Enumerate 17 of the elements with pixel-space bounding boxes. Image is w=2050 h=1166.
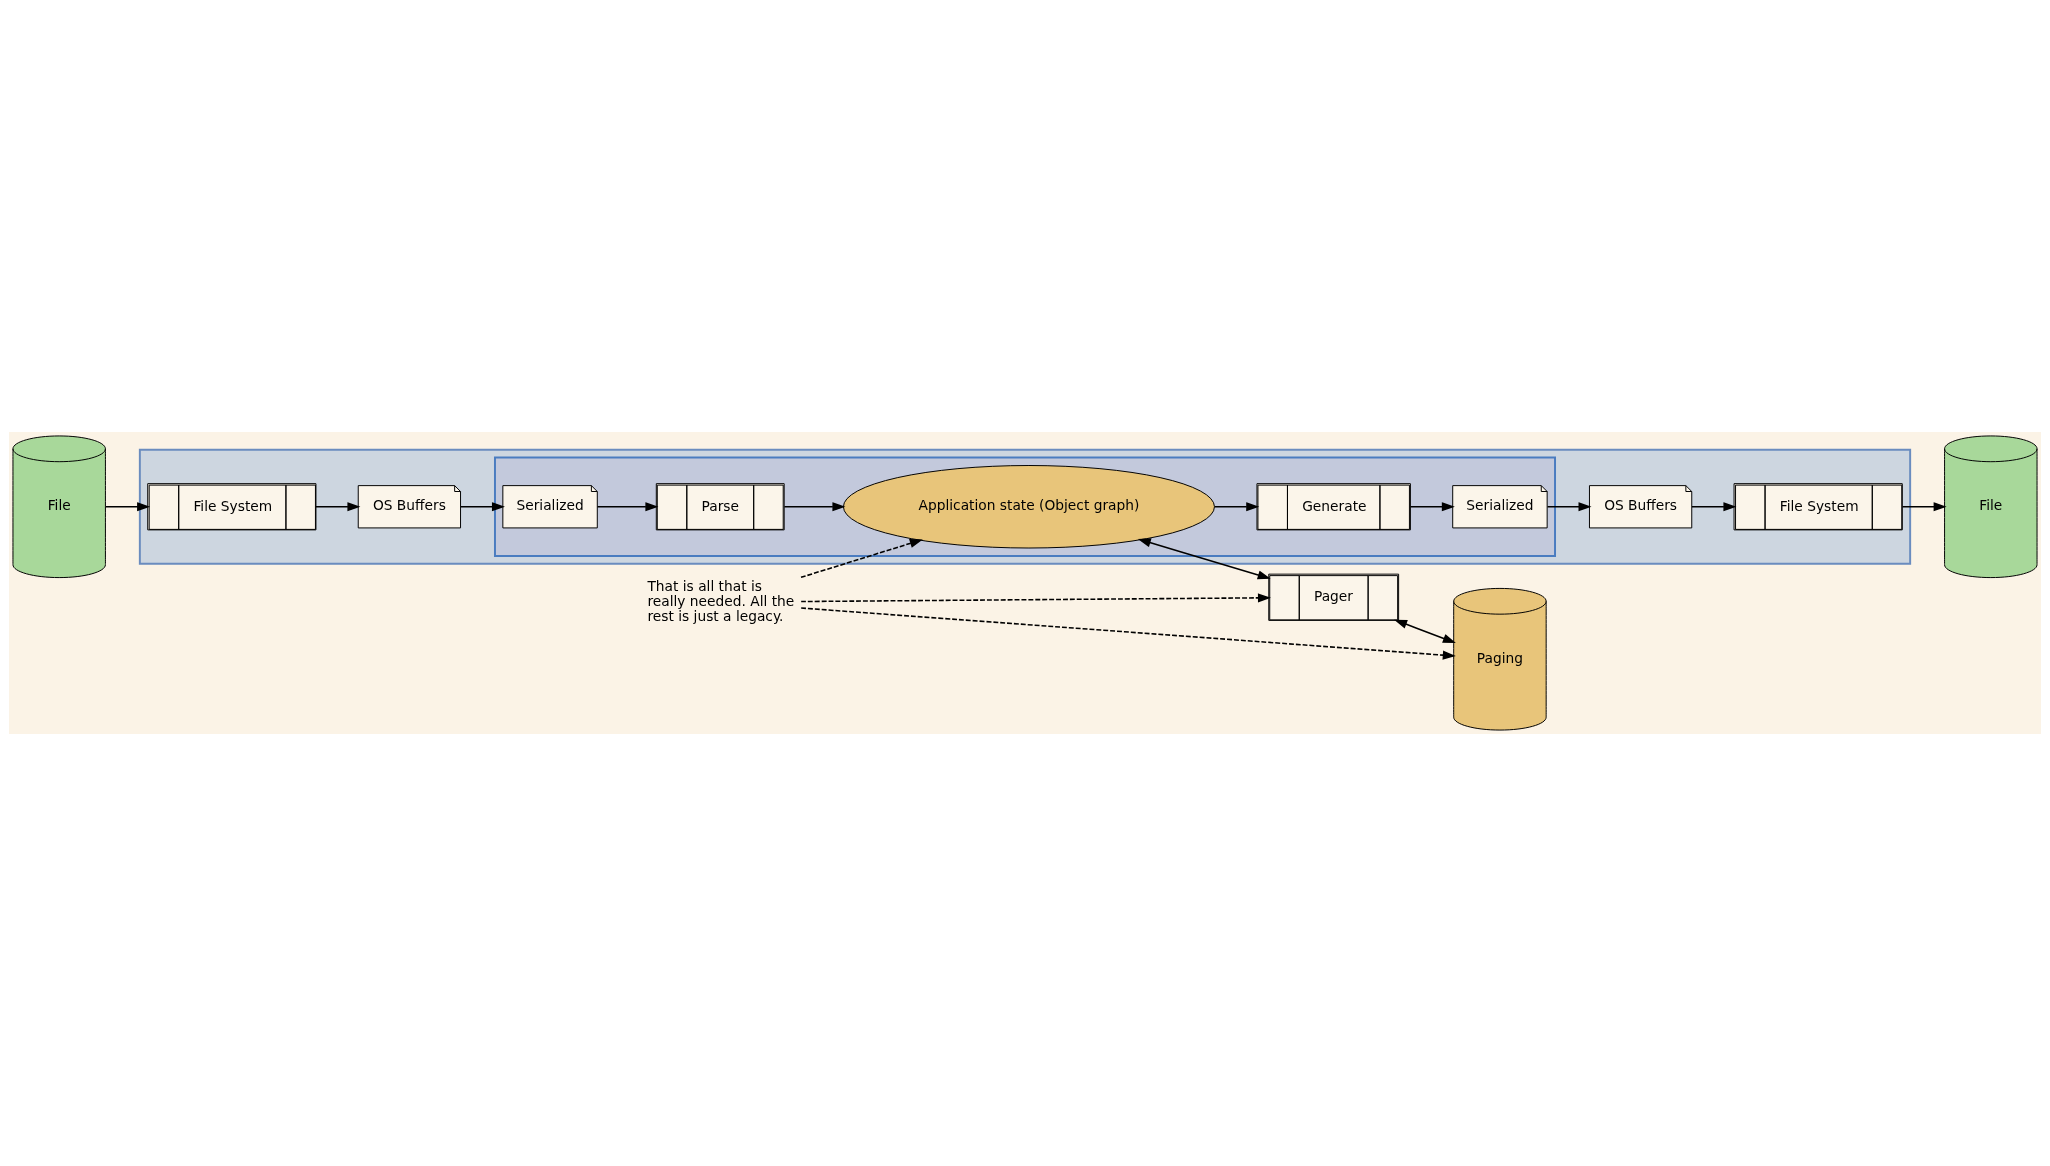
arrow: [1394, 619, 1456, 643]
arrow: [783, 502, 846, 512]
arrow: [800, 539, 923, 579]
cluster: [494, 456, 1556, 557]
arrow: [800, 593, 1271, 603]
node-text: That is all that is really needed. All the rest is just a legacy.: [647, 578, 795, 624]
arrow: [1409, 502, 1455, 512]
arrow: [460, 502, 505, 512]
arrow: [800, 607, 1456, 660]
arrow: [104, 502, 151, 512]
arrow: [1137, 538, 1271, 580]
arrow: [596, 502, 659, 512]
arrow: [1546, 502, 1592, 512]
arrow: [1214, 502, 1260, 512]
arrow: [1691, 502, 1737, 512]
arrow: [1901, 502, 1947, 512]
arrow: [315, 502, 361, 512]
